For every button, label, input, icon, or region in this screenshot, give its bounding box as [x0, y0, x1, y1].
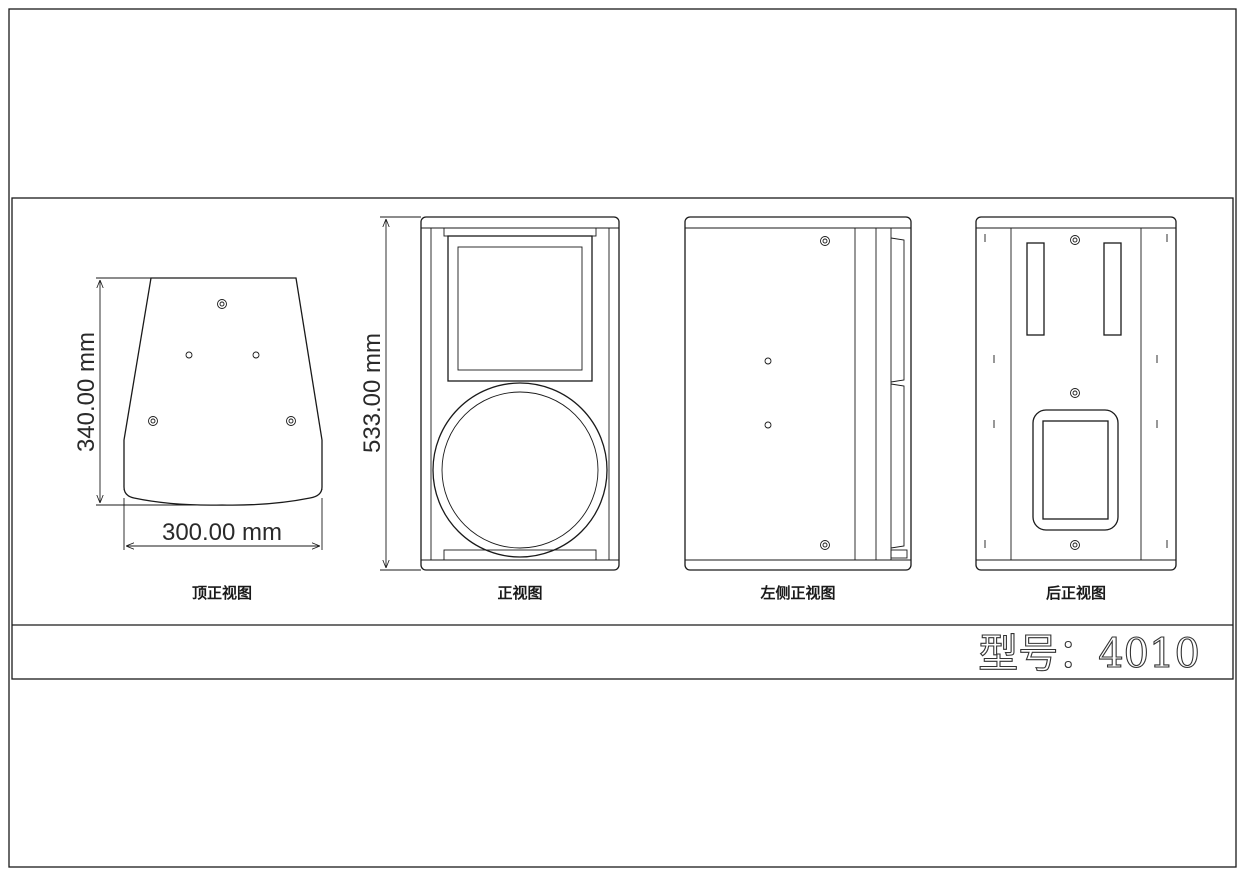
top-view-outline: [123, 277, 323, 506]
horn-outer: [447, 235, 593, 382]
top-view-caption: 顶正视图: [192, 584, 252, 602]
sheet-border: [8, 8, 1237, 868]
rear-slot-left: [1026, 242, 1045, 336]
rear-view: 后正视图: [975, 216, 1177, 602]
rear-handle-inner: [1042, 420, 1109, 520]
woofer-outer: [432, 382, 608, 558]
woofer-inner: [441, 391, 599, 549]
left-side-view: 左侧正视图: [684, 216, 912, 602]
front-view-outline: [420, 216, 620, 571]
left-view-outline: [684, 216, 912, 571]
horn-inner: [457, 246, 583, 371]
front-view-height-dim: 533.00 mm: [359, 333, 386, 453]
rear-slot-right: [1103, 242, 1122, 336]
left-view-caption: 左侧正视图: [759, 584, 835, 602]
model-number: 型号：4010: [978, 631, 1200, 677]
front-view-caption: 正视图: [497, 584, 542, 602]
drawing-panel: [11, 197, 1234, 680]
front-view: 533.00 mm 正视图: [359, 216, 620, 602]
top-view-height-dim: 340.00 mm: [73, 332, 100, 452]
rear-handle-outer: [1032, 409, 1119, 531]
top-view: 340.00 mm 300.00 mm 顶正视图: [73, 277, 323, 602]
rear-view-outline: [975, 216, 1177, 571]
rear-view-caption: 后正视图: [1046, 584, 1106, 602]
top-view-width-dim: 300.00 mm: [162, 519, 282, 546]
